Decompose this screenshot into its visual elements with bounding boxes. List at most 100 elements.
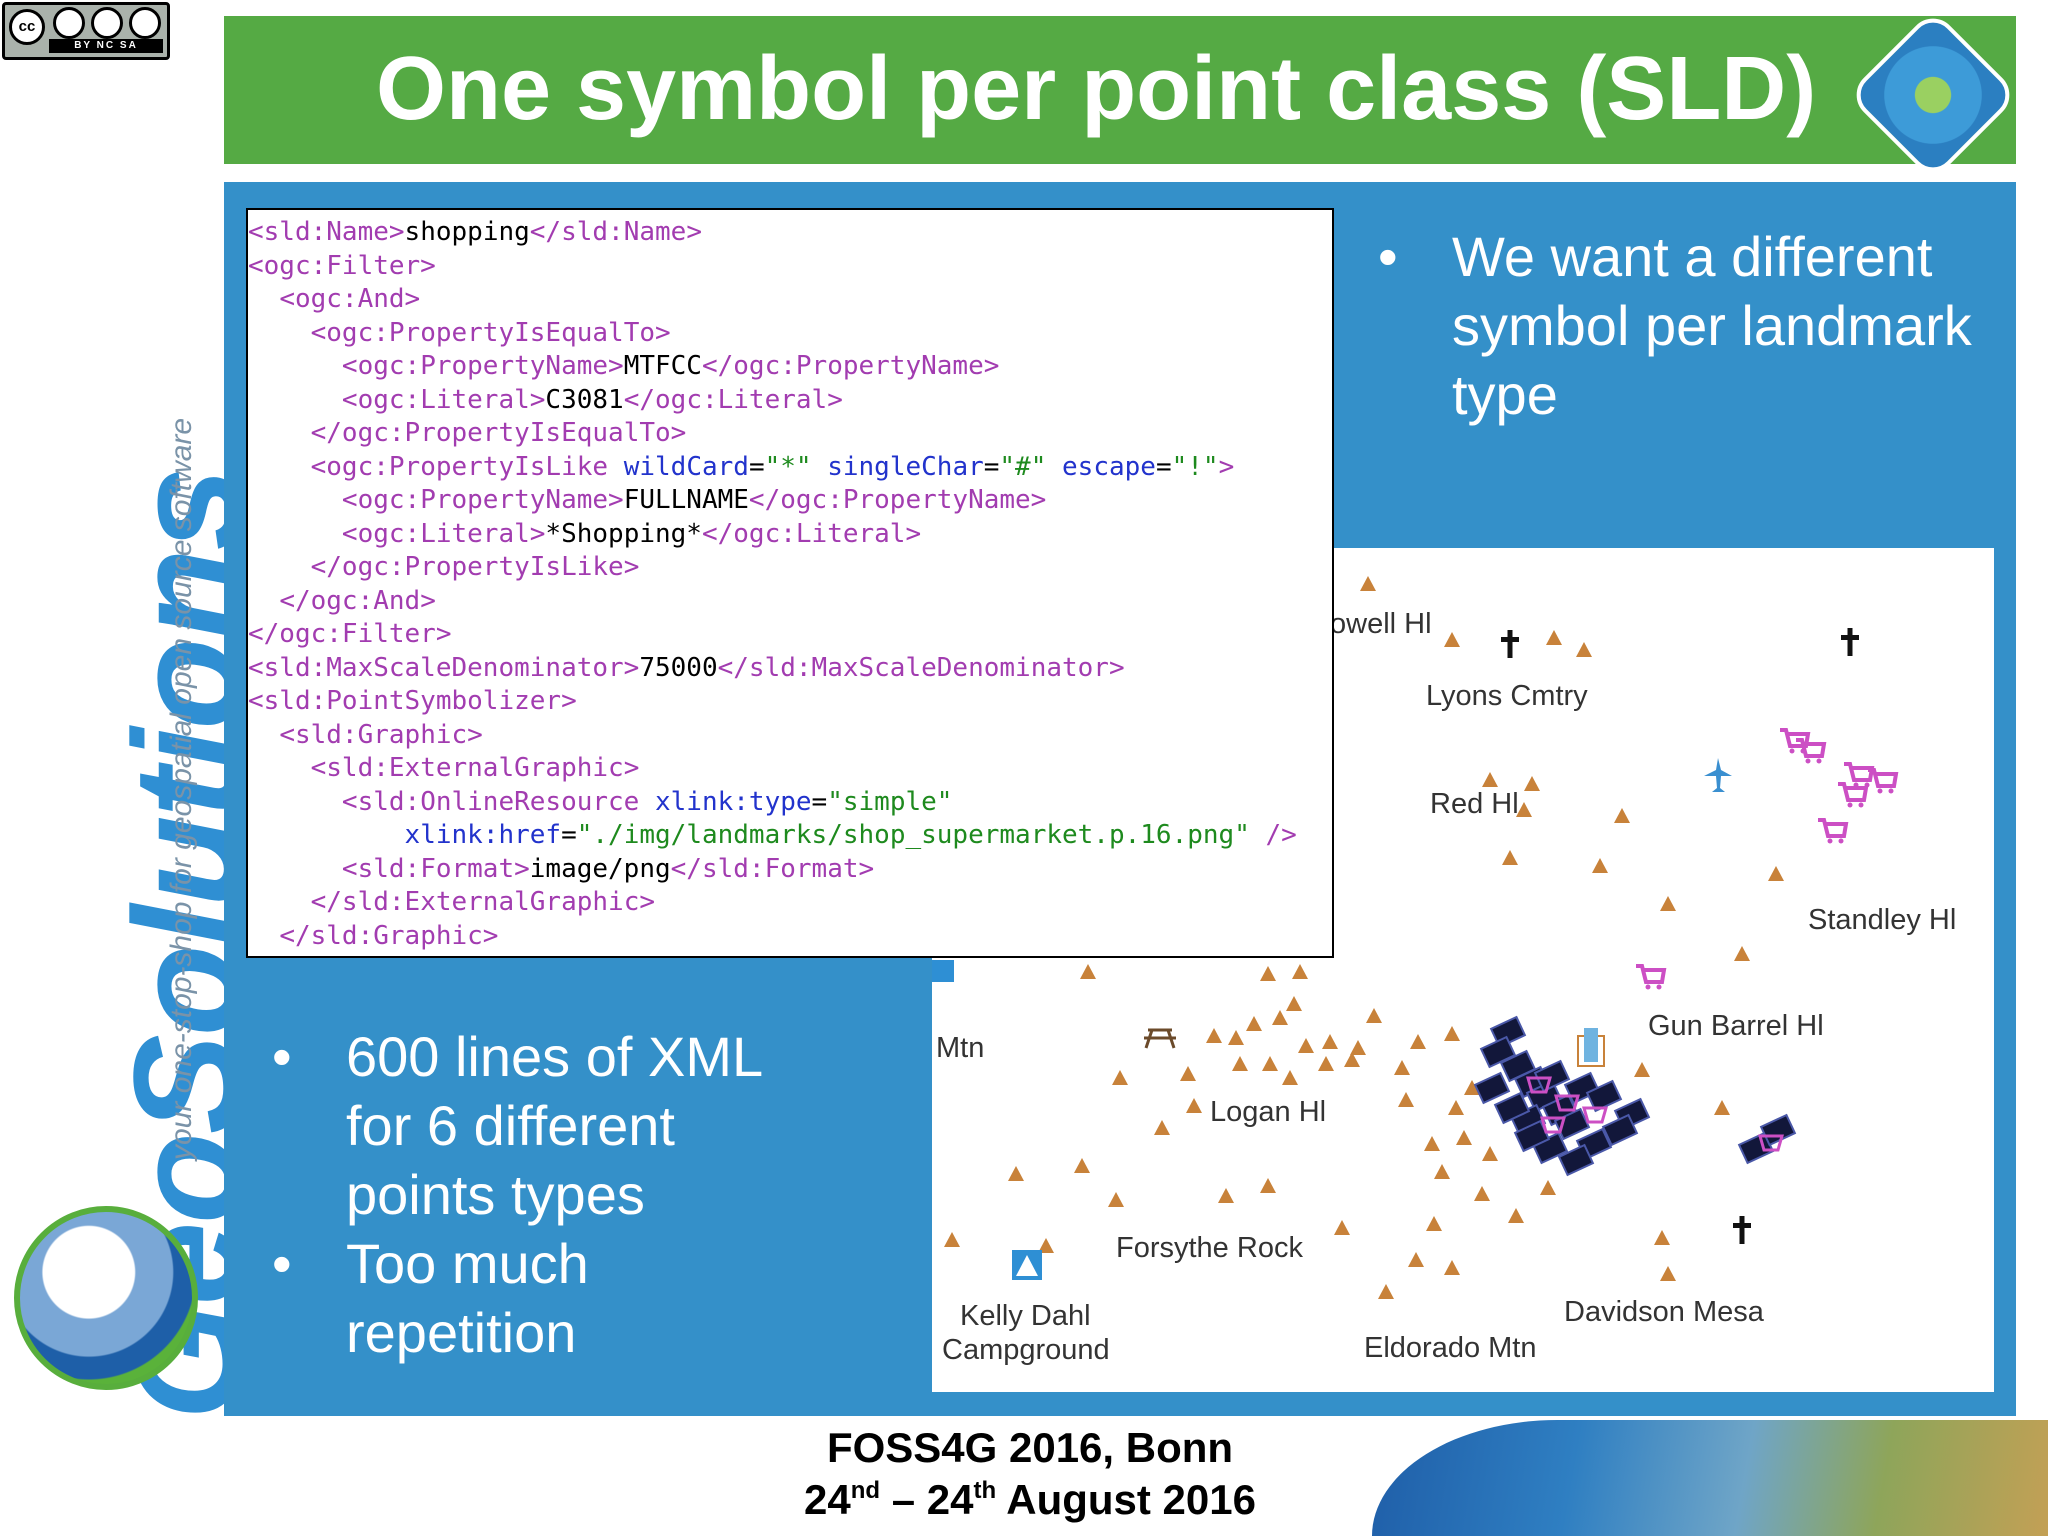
building-cluster-icon [1473, 1071, 1511, 1105]
shopping-cart-icon [1805, 758, 1811, 764]
code-token: "!" [1171, 451, 1219, 482]
peak-triangle-icon [1660, 1266, 1676, 1281]
shopping-cart-icon [1540, 1116, 1566, 1134]
code-token: <ogc:Literal> [341, 384, 546, 415]
peak-triangle-icon [1508, 1208, 1524, 1223]
code-token: "./img/landmarks/shop_supermarket.p.16.p… [576, 820, 1250, 850]
code-token: *Shopping* [545, 518, 702, 549]
code-token: </ogc:Literal> [623, 384, 843, 415]
code-token: <sld:ExternalGraphic> [310, 753, 640, 783]
building-cluster-icon [1533, 1059, 1571, 1093]
code-line: xlink:href="./img/landmarks/shop_superma… [248, 819, 1332, 853]
code-token: "*" [764, 451, 812, 482]
code-line: <sld:PointSymbolizer> [248, 685, 1332, 719]
shopping-cart-icon [1645, 984, 1651, 990]
brand-globe-icon [14, 1206, 198, 1390]
peak-triangle-icon [1424, 1136, 1440, 1151]
peak-triangle-icon [1228, 1030, 1244, 1045]
peak-triangle-icon [1180, 1066, 1196, 1081]
peak-triangle-icon [1434, 1164, 1450, 1179]
airplane-icon [1704, 758, 1732, 792]
bullet-item: Too much repetition [272, 1229, 832, 1367]
code-token: <ogc:Literal> [341, 518, 546, 549]
peak-triangle-icon [1502, 850, 1518, 865]
shopping-cart-icon [1838, 838, 1844, 844]
code-token [248, 418, 311, 448]
shopping-cart-icon [1888, 788, 1894, 794]
code-token: </ogc:PropertyIsLike> [310, 552, 640, 582]
code-token: xlink:href [404, 820, 562, 850]
bullet-list-right: We want a different symbol per landmark … [1378, 222, 1978, 429]
code-line: </ogc:And> [248, 585, 1332, 619]
peak-triangle-icon [1576, 642, 1592, 657]
peak-triangle-icon [1260, 966, 1276, 981]
attribution-icon [53, 7, 85, 39]
peak-triangle-icon [1524, 776, 1540, 791]
code-token: = [983, 451, 1000, 482]
building-cluster-icon [1601, 1113, 1639, 1147]
peak-triangle-icon [1456, 1130, 1472, 1145]
sld-code-snippet: <sld:Name>shopping</sld:Name><ogc:Filter… [246, 208, 1334, 958]
cross-icon [1733, 1223, 1751, 1228]
shopping-cart-icon [1780, 728, 1811, 748]
code-line: <ogc:PropertyIsLike wildCard="*" singleC… [248, 451, 1332, 485]
code-token: </sld:Name> [529, 217, 702, 247]
code-token: > [1218, 451, 1235, 482]
code-token: <ogc:Filter> [248, 250, 436, 281]
code-line: <ogc:PropertyName>MTFCC</ogc:PropertyNam… [248, 350, 1332, 384]
sharealike-icon [129, 7, 161, 39]
brand-tagline: your one-stop-shop for geospatial open s… [165, 417, 198, 1160]
map-label: Kelly Dahl [960, 1300, 1091, 1332]
code-line: <ogc:Literal>*Shopping*</ogc:Literal> [248, 518, 1332, 552]
peak-triangle-icon [1410, 1034, 1426, 1049]
footer-date-month: August 2016 [996, 1476, 1256, 1523]
code-token: = [748, 451, 765, 482]
cross-icon [1739, 1216, 1745, 1244]
map-label: Gun Barrel Hl [1648, 1010, 1824, 1042]
footer-event: FOSS4G 2016, Bonn [826, 1424, 1234, 1471]
peak-triangle-icon [1206, 1028, 1222, 1043]
code-token: <sld:Graphic> [279, 719, 483, 750]
code-token: </sld:Format> [670, 853, 875, 884]
code-line: <sld:MaxScaleDenominator>75000</sld:MaxS… [248, 652, 1332, 686]
peak-triangle-icon [1444, 1026, 1460, 1041]
peak-triangle-icon [1008, 1166, 1024, 1181]
bullet-list-left: 600 lines of XML for 6 different points … [272, 1022, 832, 1367]
map-label: Mtn [936, 1032, 985, 1064]
campground-icon [1016, 1255, 1038, 1276]
shopping-cart-icon [1582, 1106, 1608, 1124]
code-token: "simple" [827, 786, 953, 817]
code-token [248, 385, 342, 415]
code-token: </sld:MaxScaleDenominator> [717, 652, 1125, 683]
shopping-cart-icon [1789, 748, 1795, 754]
code-token [248, 820, 405, 850]
code-token: <ogc:And> [279, 284, 421, 314]
peak-triangle-icon [1298, 1038, 1314, 1053]
peak-triangle-icon [1186, 1098, 1202, 1113]
peak-triangle-icon [1474, 1186, 1490, 1201]
cc-icon: cc [9, 9, 45, 45]
code-token: <sld:MaxScaleDenominator> [248, 652, 640, 683]
code-token: </ogc:PropertyIsEqualTo> [310, 418, 687, 448]
slide-title: One symbol per point class (SLD) [376, 39, 1817, 139]
code-token: </ogc:PropertyName> [701, 351, 1000, 381]
peak-triangle-icon [1734, 946, 1750, 961]
map-label: Logan Hl [1210, 1096, 1327, 1128]
peak-triangle-icon [1292, 964, 1308, 979]
peak-triangle-icon [1540, 1180, 1556, 1195]
peak-triangle-icon [1444, 632, 1460, 647]
peak-triangle-icon [1074, 1158, 1090, 1173]
building-cluster-icon [1557, 1143, 1595, 1177]
map-label: Standley Hl [1808, 904, 1957, 936]
shopping-cart-icon [1636, 964, 1667, 984]
code-token [248, 753, 311, 783]
slide-header: One symbol per point class (SLD) [224, 8, 2020, 182]
shopping-cart-icon [1796, 738, 1827, 758]
peak-triangle-icon [1334, 1220, 1350, 1235]
picnic-table-icon [1144, 1028, 1176, 1049]
code-token: </sld:ExternalGraphic> [310, 887, 655, 917]
code-token: </ogc:Literal> [701, 518, 922, 549]
code-token: C3081 [545, 384, 624, 415]
code-token [248, 452, 311, 482]
code-token: = [561, 820, 577, 850]
